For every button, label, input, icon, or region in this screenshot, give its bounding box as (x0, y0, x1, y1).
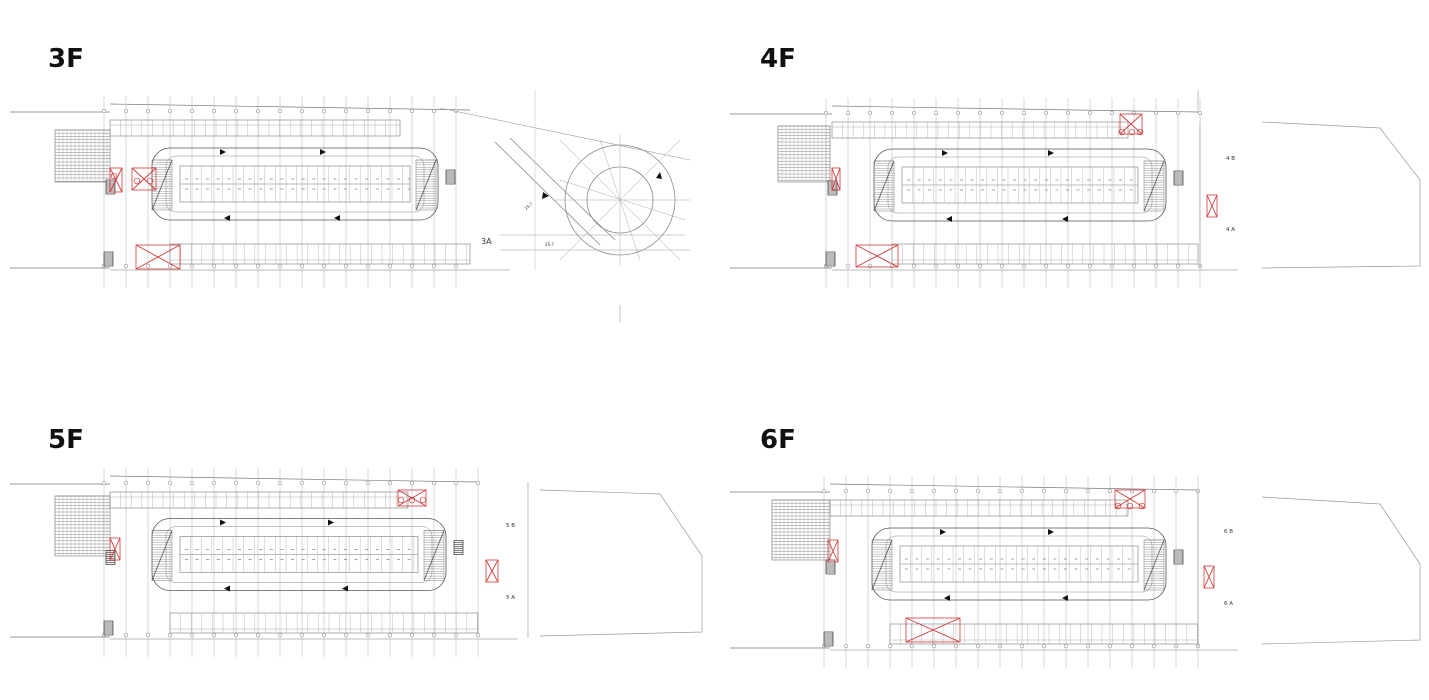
direction-arrow (946, 216, 952, 222)
floor-plan-5f: 5 B 5 A (10, 468, 703, 657)
floor-title-4f: 4F (760, 44, 796, 74)
area-label-4a: 4 A (1226, 227, 1235, 233)
direction-arrow (342, 585, 348, 592)
svg-text:2S-7: 2S-7 (523, 201, 534, 211)
svg-text:2S-7: 2S-7 (545, 242, 555, 247)
outline-6f (1197, 490, 1421, 646)
parking-layout-6f (730, 476, 1238, 668)
direction-arrow (334, 215, 340, 221)
direction-arrow (940, 529, 946, 535)
direction-arrow (1048, 150, 1054, 156)
direction-arrow (942, 150, 948, 156)
parking-layout-3f (10, 96, 510, 288)
outline-4f (1197, 90, 1421, 269)
direction-arrow (220, 149, 226, 155)
floor-plan-3f: 2S-7 2S-7 3A (10, 90, 691, 322)
direction-arrow (224, 585, 230, 592)
direction-arrow (1062, 216, 1068, 222)
area-label-5a: 5 A (506, 595, 515, 601)
direction-arrow (224, 215, 230, 221)
area-label-6a: 6 A (1224, 601, 1233, 607)
direction-arrow (220, 519, 226, 526)
floor-plan-4f: 4 B 4 A (730, 90, 1421, 288)
floor-title-6f: 6F (760, 425, 796, 455)
direction-arrow (328, 519, 334, 526)
ramp-spiral-3f: 2S-7 2S-7 (439, 90, 691, 322)
floor-title-5f: 5F (48, 425, 84, 455)
direction-arrow (1062, 595, 1068, 601)
area-label-3a: 3A (481, 237, 492, 246)
floor-plan-6f: 6 B 6 A (730, 476, 1421, 668)
area-label-5b: 5 B (506, 523, 515, 529)
floor-title-3f: 3F (48, 44, 84, 74)
parking-layout-4f (730, 98, 1238, 288)
parking-layout-5f (10, 468, 518, 657)
direction-arrow (320, 149, 326, 155)
direction-arrow (1048, 529, 1054, 535)
area-label-6b: 6 B (1224, 529, 1233, 535)
area-label-4b: 4 B (1226, 156, 1235, 162)
outline-5f (527, 482, 703, 638)
direction-arrow (944, 595, 950, 601)
